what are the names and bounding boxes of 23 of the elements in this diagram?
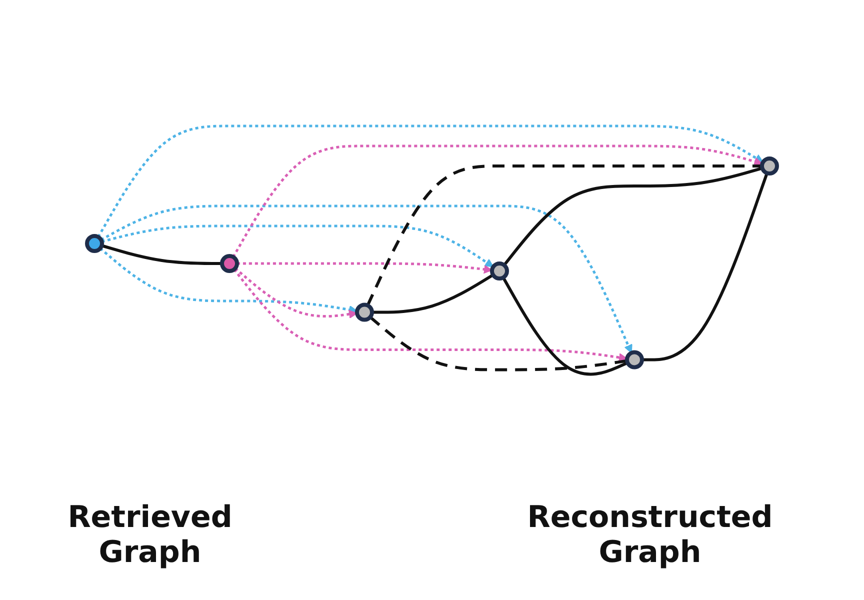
graph-caption: Retrieved Graph xyxy=(66,500,234,570)
connector xyxy=(369,316,628,372)
arrow xyxy=(97,124,764,238)
node-circle xyxy=(220,254,239,273)
graph-caption: Reconstructed Graph xyxy=(526,500,774,570)
arrow xyxy=(101,224,494,268)
arrow xyxy=(233,268,628,362)
node-circle xyxy=(490,261,509,280)
arrow xyxy=(237,262,492,274)
node-circle xyxy=(760,156,779,176)
arrow xyxy=(234,267,358,318)
arrow xyxy=(99,247,358,314)
connector xyxy=(502,276,628,376)
node-circle xyxy=(625,350,644,370)
connector xyxy=(502,166,763,266)
node-circle xyxy=(355,302,374,322)
connector xyxy=(642,172,768,362)
connector xyxy=(101,244,222,265)
arrow xyxy=(232,144,763,258)
connector xyxy=(366,164,762,306)
arrow xyxy=(100,204,632,354)
node-circle xyxy=(85,234,104,253)
connector xyxy=(372,274,494,314)
